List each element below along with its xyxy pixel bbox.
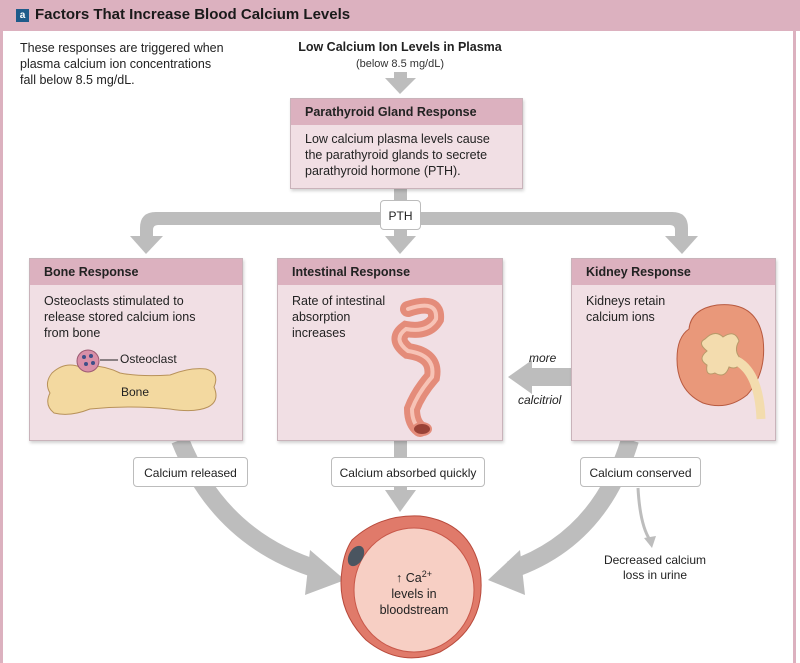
calcium-charge: 2+ [421,569,432,579]
outcome-line: bloodstream [379,603,449,618]
intro-line: fall below 8.5 mg/dL. [20,73,135,87]
bone-arrow-head [130,236,163,254]
bone-illustration [46,349,217,415]
intestine-down-shaft-2 [394,484,407,492]
renal-pelvis [701,333,742,376]
intestine-arrow-head [385,236,416,254]
calcitriol-arrow-head [508,360,532,394]
kidney-result-label: Calcium conserved [580,457,701,487]
intestine-line: absorption [292,310,351,324]
intestine-line: Rate of intestinal [292,294,386,308]
intestine-illustration [391,297,445,437]
pth-stem [394,188,407,202]
intro-line: plasma calcium ion concentrations [20,57,212,71]
osteoclast-nucleus [89,354,93,358]
trigger-title: Low Calcium Ion Levels in Plasma [298,40,502,54]
osteoclast-cell [76,349,100,373]
trigger-arrow-head [385,78,416,94]
intro-text: These responses are triggered when plasm… [20,40,260,88]
urine-arrow-head [644,536,656,548]
up-arrow-icon: ↑ [396,571,403,586]
ureter [734,357,766,420]
bone-shape [46,364,217,415]
pth-label: PTH [380,200,421,230]
intestine-down-head [385,490,416,512]
intestine-line: increases [292,326,346,340]
urine-arrow [636,487,652,541]
kidney-arrow-head [665,236,698,254]
calcitriol-arrow-shaft [530,368,572,386]
intestine-opening [412,422,432,436]
urine-effect-line: Decreased calcium [603,553,707,567]
kidney-line: calcium ions [586,310,655,324]
intestine-down-shaft [394,440,407,460]
kidney-response-title: Kidney Response [572,259,775,285]
kidney-response-card: Kidney Response Kidneys retain calcium i… [571,258,776,441]
bone-result-label: Calcium released [133,457,248,487]
urine-effect-label: Decreased calcium loss in urine [590,553,720,583]
osteoclast-nucleus [84,362,88,366]
parathyroid-card: Parathyroid Gland Response Low calcium p… [290,98,523,189]
header-bar: a Factors That Increase Blood Calcium Le… [0,0,800,31]
parathyroid-line: parathyroid hormone (PTH). [305,164,461,178]
calcitriol-label-bottom: calcitriol [518,393,562,407]
calcium-ion: Ca [405,571,422,586]
trigger-subtitle: (below 8.5 mg/dL) [355,58,445,70]
osteoclast-nucleus [91,361,95,365]
panel-badge: a [16,9,29,22]
intestine-highlight [397,303,439,431]
intestinal-response-card: Intestinal Response Rate of intestinal a… [277,258,503,441]
calcitriol-label-top: more [529,351,557,365]
kidney-to-blood-arrow-head [488,550,525,595]
parathyroid-line: the parathyroid glands to secrete [305,148,488,162]
osteoclast-nucleus [82,355,86,359]
kidney-line: Kidneys retain [586,294,666,308]
bone-to-blood-arrow-head [305,550,345,595]
trigger-arrow-shaft [394,72,407,78]
bone-line: from bone [44,326,101,340]
page-title: Factors That Increase Blood Calcium Leve… [35,6,351,23]
parathyroid-line: Low calcium plasma levels cause [305,132,490,146]
urine-effect-line: loss in urine [622,568,688,582]
intro-line: These responses are triggered when [20,41,224,55]
bone-line: release stored calcium ions [44,310,196,324]
bone-response-title: Bone Response [30,259,242,285]
intestine-result-label: Calcium absorbed quickly [331,457,485,487]
bone-response-card: Bone Response Osteoclasts stimulated to … [29,258,243,441]
bone-label: Bone [121,385,150,399]
intestinal-response-title: Intestinal Response [278,259,502,285]
parathyroid-title: Parathyroid Gland Response [291,99,522,125]
calcium-increase-line: ↑ Ca2+ [364,566,464,586]
bone-line: Osteoclasts stimulated to [44,294,184,308]
outcome-line: levels in [391,587,437,602]
kidney-illustration [676,304,766,420]
osteoclast-label: Osteoclast [120,352,177,366]
bloodstream-outcome: ↑ Ca2+ levels in bloodstream [364,566,464,618]
